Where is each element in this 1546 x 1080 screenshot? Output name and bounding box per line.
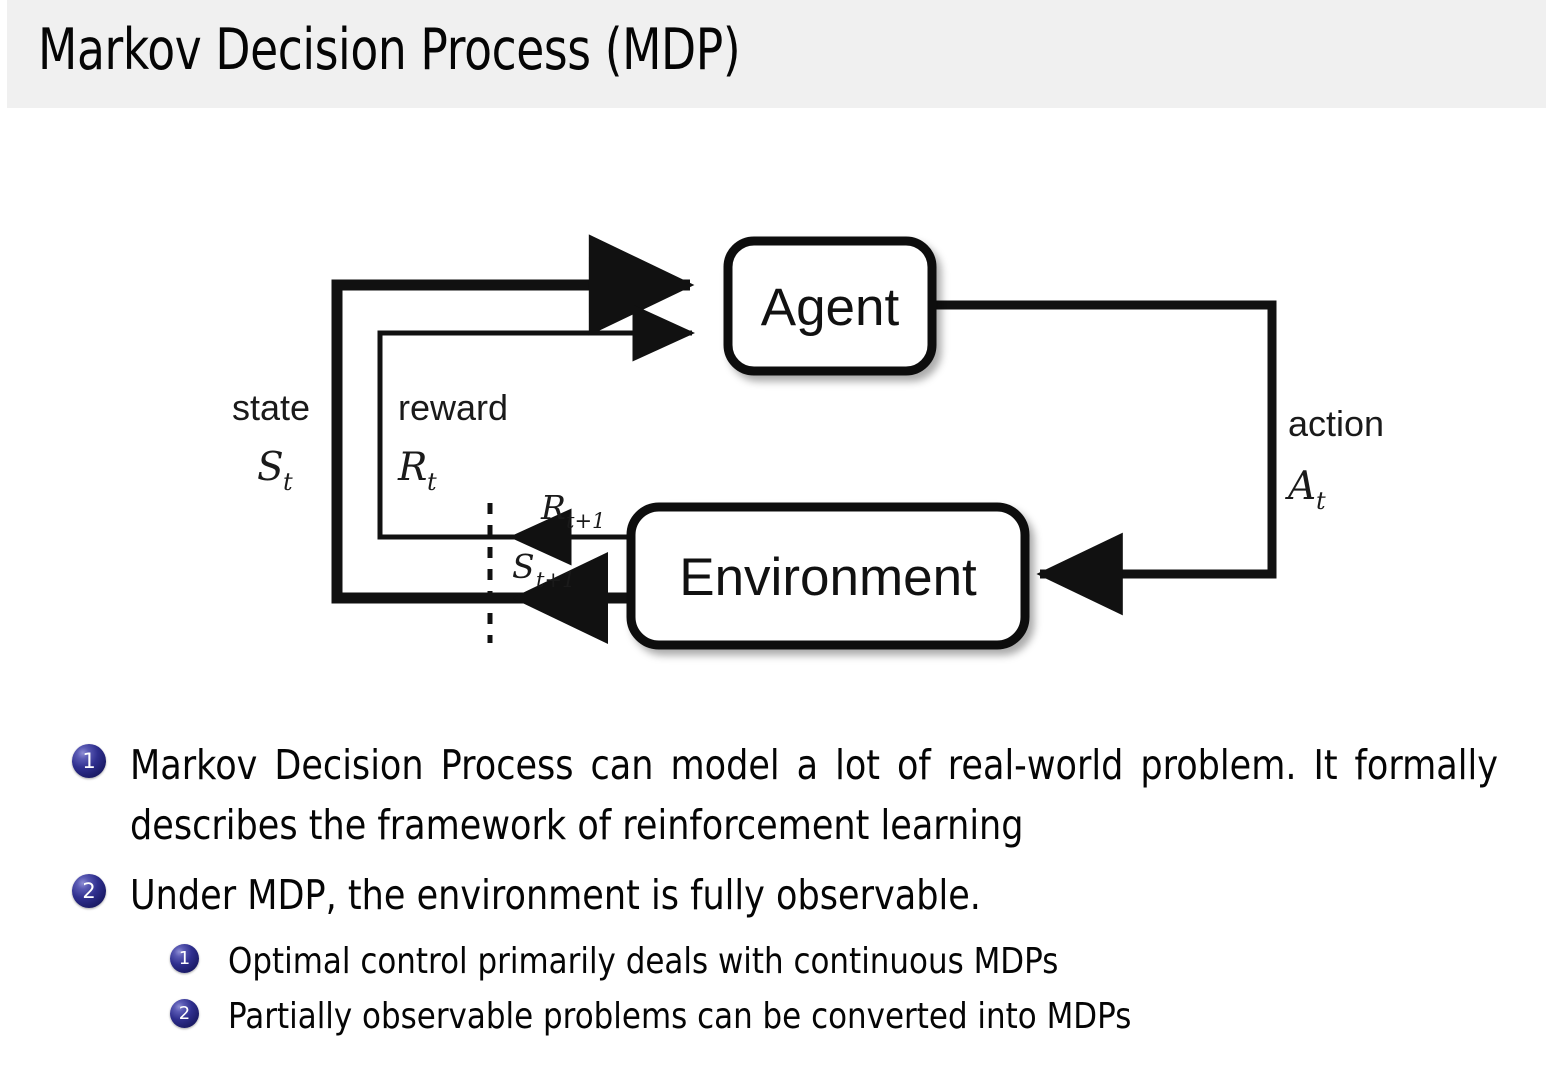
list-item[interactable]: 2 Under MDP, the environment is fully ob… xyxy=(0,865,1546,925)
label-action-symbol: A xyxy=(1285,464,1316,509)
bullet-list: 1 Markov Decision Process can model a lo… xyxy=(0,735,1546,1045)
label-reward-word: reward xyxy=(398,387,508,428)
label-action-symbol-subscript: t xyxy=(1316,487,1326,515)
label-next-state: S t+1 xyxy=(512,547,575,592)
environment-box-label: Environment xyxy=(679,548,977,607)
label-reward-symbol-subscript: t xyxy=(427,468,437,496)
label-next-reward: R t+1 xyxy=(540,488,605,533)
label-reward: reward R t xyxy=(397,387,508,496)
edge-action-loop xyxy=(933,300,1277,616)
label-next-reward-symbol-subscript: t+1 xyxy=(566,509,605,533)
sub-list-item-text: Partially observable problems can be con… xyxy=(228,996,1132,1037)
sub-bullet-number-ball-icon: 1 xyxy=(170,944,199,973)
list-item[interactable]: 1 Markov Decision Process can model a lo… xyxy=(0,735,1546,855)
label-state: state S t xyxy=(232,387,310,496)
environment-box: Environment xyxy=(626,502,1030,650)
sub-list-item[interactable]: 1 Optimal control primarily deals with c… xyxy=(0,935,1546,988)
page-title: Markov Decision Process (MDP) xyxy=(38,17,741,83)
mdp-diagram: Agent Environment state S t reward R t a… xyxy=(0,108,1546,708)
label-state-word: state xyxy=(232,387,310,428)
sub-list-item[interactable]: 2 Partially observable problems can be c… xyxy=(0,990,1546,1043)
label-next-state-symbol-subscript: t+1 xyxy=(536,568,575,592)
agent-box-label: Agent xyxy=(761,278,900,337)
slide-header-bar: Markov Decision Process (MDP) xyxy=(7,0,1546,108)
label-state-symbol-subscript: t xyxy=(283,468,293,496)
label-next-reward-symbol: R xyxy=(540,488,566,527)
sub-bullet-number-ball-icon: 2 xyxy=(170,999,199,1028)
label-action-word: action xyxy=(1288,403,1384,444)
list-item-text: Markov Decision Process can model a lot … xyxy=(130,741,1498,849)
edge-state-loop xyxy=(331,234,695,604)
sub-bullet-list: 1 Optimal control primarily deals with c… xyxy=(0,935,1546,1043)
label-next-state-symbol: S xyxy=(512,547,535,586)
list-item-text: Under MDP, the environment is fully obse… xyxy=(130,871,981,919)
label-reward-symbol: R xyxy=(397,445,427,490)
bullet-number-ball-icon: 1 xyxy=(72,744,106,778)
sub-list-item-text: Optimal control primarily deals with con… xyxy=(228,941,1059,982)
bullet-number-ball-icon: 2 xyxy=(72,874,106,908)
label-state-symbol: S xyxy=(257,445,284,490)
label-action: action A t xyxy=(1285,403,1384,515)
agent-box: Agent xyxy=(723,236,937,376)
